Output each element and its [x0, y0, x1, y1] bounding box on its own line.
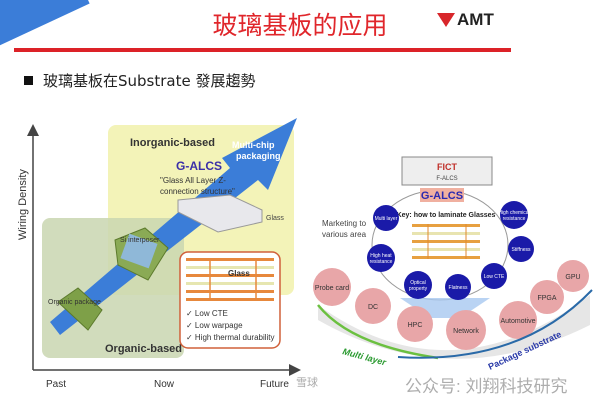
property-flatness: Flatness	[449, 285, 468, 291]
market-arc-band	[318, 295, 590, 359]
right-diagram: FICT F-ALCS G-ALCS Key: how to laminate …	[313, 156, 593, 372]
fict-box	[401, 156, 493, 186]
property-low-cte: Low CTE	[484, 274, 505, 280]
property-multi-layer: Multi layer	[375, 216, 398, 222]
fict-label: FICT	[437, 162, 457, 172]
logo-text: AMT	[457, 10, 494, 29]
market-automotive: Automotive	[500, 318, 535, 325]
organic-label: Organic-based	[105, 343, 182, 355]
y-axis-label: Wiring Density	[17, 169, 29, 240]
market-probe-card: Probe card	[315, 285, 349, 292]
watermark-right: 公众号: 刘翔科技研究	[405, 377, 567, 396]
market-gpu: GPU	[565, 274, 580, 281]
multi-layer-label: Multi layer	[341, 346, 387, 367]
benefit-item: ✓ High thermal durability	[186, 333, 275, 342]
glass-layers	[186, 258, 274, 301]
bullet-square-icon	[24, 76, 33, 85]
multichip-label-2: packaging	[236, 151, 281, 161]
property-heat: High heat	[370, 253, 392, 259]
property-chemical: High chemical	[498, 210, 529, 216]
si-interposer-label: Si interposer	[120, 237, 160, 244]
galcs-right-label: G-ALCS	[421, 190, 463, 202]
bullet-heading: 玻璃基板在Substrate 發展趨勢	[24, 70, 255, 91]
market-hpc: HPC	[408, 322, 423, 329]
property-stiffness: Stiffness	[511, 247, 531, 253]
amt-logo: AMT	[437, 10, 494, 30]
callout-title: Glass	[228, 269, 250, 278]
galcs-label: G-ALCS	[176, 159, 222, 173]
package-substrate-arrow	[397, 289, 593, 359]
organic-package-label: Organic package	[48, 299, 101, 306]
title-divider	[14, 48, 511, 52]
watermark-left: 雪球	[296, 375, 318, 389]
property-optical-2: property	[409, 286, 428, 292]
galcs-desc-2: connection structure"	[160, 187, 235, 196]
galcs-desc: "Glass All Layer Z-	[160, 176, 226, 185]
trend-arrow	[50, 118, 297, 335]
property-optical: Optical	[410, 280, 426, 286]
laminate-layers	[412, 224, 480, 259]
property-chemical-2: resistance	[503, 216, 526, 222]
benefit-item: ✓ Low warpage	[186, 321, 243, 330]
organic-package-block	[57, 287, 103, 331]
x-tick-past: Past	[46, 379, 66, 390]
inorganic-label: Inorganic-based	[130, 137, 215, 149]
left-diagram: Wiring Density Past Now Future Multi-chi…	[17, 118, 301, 390]
multichip-label: Multi-chip	[232, 140, 275, 150]
benefit-item: ✓ Low CTE	[186, 309, 228, 318]
galcs-banner	[420, 188, 464, 202]
marketing-label-2: various area	[322, 230, 367, 239]
glass-substrate-block	[177, 194, 263, 233]
falcs-label: F-ALCS	[436, 176, 457, 182]
x-tick-now: Now	[154, 379, 175, 390]
page-title: 玻璃基板的应用	[212, 11, 388, 40]
glass-label: Glass	[266, 215, 284, 222]
market-network: Network	[453, 328, 479, 335]
x-tick-future: Future	[260, 379, 289, 390]
logo-triangle-icon	[437, 13, 455, 27]
market-circles: Probe card DC HPC Network Automotive FPG…	[313, 260, 589, 350]
si-interposer-chip	[120, 233, 158, 269]
marketing-label: Marketing to	[322, 219, 367, 228]
bullet-text: 玻璃基板在Substrate 發展趨勢	[43, 72, 256, 90]
key-label: Key: how to laminate Glasses	[397, 212, 496, 219]
property-heat-2: resistance	[370, 259, 393, 265]
multi-layer-arrow	[317, 304, 439, 360]
market-fpga: FPGA	[537, 295, 556, 302]
market-dc: DC	[368, 304, 378, 311]
